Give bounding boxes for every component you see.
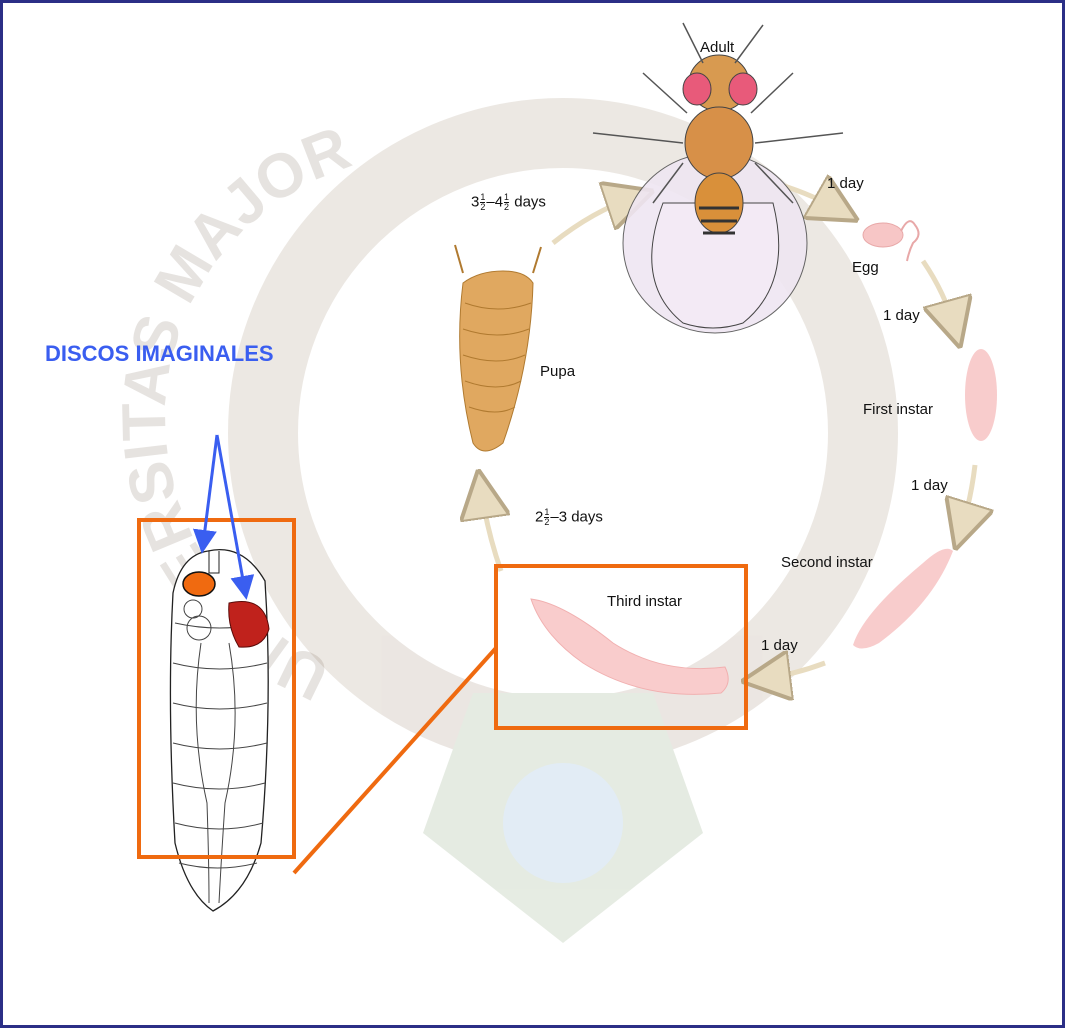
third-instar-illustration [531, 599, 728, 694]
pupa-illustration [455, 245, 541, 451]
label-adult-to-egg-duration: 1 day [827, 175, 864, 192]
label-third-instar: Third instar [607, 593, 682, 610]
arrow-egg-first [923, 261, 955, 329]
label-egg: Egg [852, 259, 879, 276]
label-first-instar: First instar [863, 401, 933, 418]
life-cycle-diagram [3, 3, 1065, 1028]
arrow-second-third [761, 663, 825, 679]
label-second-instar: Second instar [781, 554, 873, 571]
third-instar-highlight-box [496, 566, 746, 728]
arrow-third-pupa [481, 489, 501, 571]
label-second-to-third-duration: 1 day [761, 637, 798, 654]
heading-discos-imaginales: DISCOS IMAGINALES [45, 341, 274, 367]
zoom-connector-line [294, 648, 496, 873]
first-instar-illustration [965, 349, 997, 441]
label-pupa: Pupa [540, 363, 575, 380]
label-adult: Adult [700, 39, 734, 56]
label-egg-to-first-duration: 1 day [883, 307, 920, 324]
adult-fly-illustration [593, 23, 843, 333]
egg-illustration [863, 221, 919, 261]
arrow-pupa-adult [553, 197, 635, 243]
label-first-to-second-duration: 1 day [911, 477, 948, 494]
arrow-first-second [961, 465, 975, 531]
